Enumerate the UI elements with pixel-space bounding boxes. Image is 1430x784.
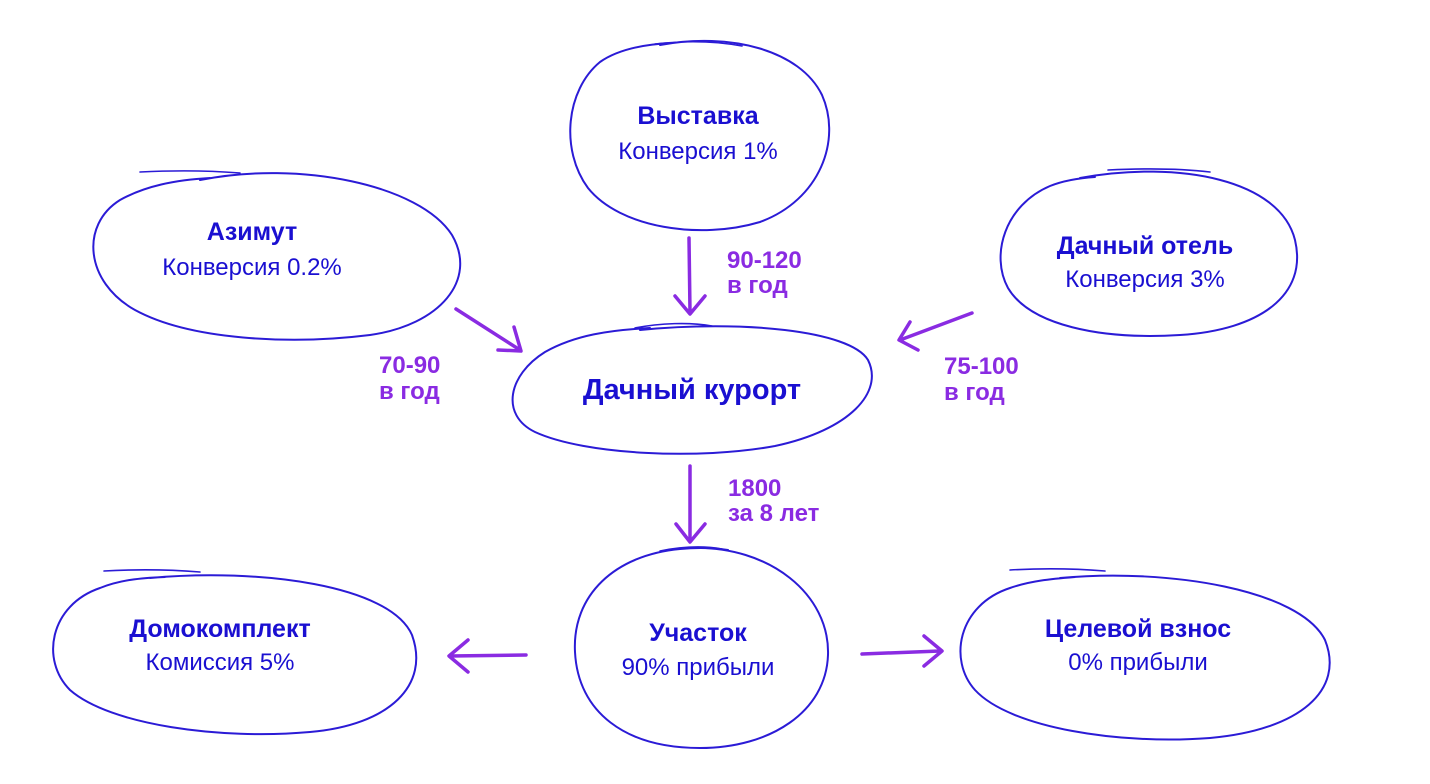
arrow-shaft (860, 649, 942, 656)
node-vystavka-outline (569, 39, 831, 232)
node-housekit-stroke (103, 569, 201, 573)
node-plot-outline (573, 546, 830, 749)
arrow-head (674, 522, 707, 544)
arrow-plot-to-fee (860, 634, 944, 668)
node-azimut: Азимут Конверсия 0.2% (92, 170, 462, 341)
node-housekit: Домокомплект Комиссия 5% (52, 569, 418, 736)
arrow-azimut-to-resort (454, 307, 523, 353)
node-resort-title: Дачный курорт (583, 374, 801, 406)
node-resort-stroke (634, 322, 713, 329)
edge-label-line1: 75-100 (944, 353, 1019, 380)
arrow-plot-to-housekit (447, 638, 528, 674)
node-vystavka-stroke (654, 41, 743, 47)
arrow-vystavka-to-resort (673, 236, 707, 316)
node-housekit-title: Домокомплект (129, 615, 310, 643)
node-fee: Целевой взнос 0% прибыли (959, 568, 1331, 741)
node-fee-outline (959, 574, 1331, 741)
edge-label-azimut-resort: 70-90 в год (379, 352, 440, 405)
arrow-hotel-to-resort (897, 311, 974, 352)
node-plot: Участок 90% прибыли (573, 546, 830, 749)
node-fee-title: Целевой взнос (1045, 615, 1231, 643)
edge-label-line2: в год (379, 378, 440, 405)
arrow-head (673, 294, 707, 316)
node-resort: Дачный курорт (511, 322, 873, 455)
arrow-head (897, 320, 920, 352)
node-fee-subtitle: 0% прибыли (1068, 649, 1208, 676)
edge-label-line1: 70-90 (379, 352, 440, 379)
node-housekit-subtitle: Комиссия 5% (146, 649, 295, 676)
node-housekit-outline (52, 574, 418, 736)
edge-label-line2: в год (944, 379, 1005, 406)
edge-label-line2: за 8 лет (728, 500, 820, 527)
edge-label-line2: в год (727, 272, 788, 299)
arrow-shaft (454, 307, 522, 352)
node-hotel: Дачный отель Конверсия 3% (999, 168, 1299, 337)
node-hotel-stroke (1107, 168, 1211, 173)
edge-label-line1: 90-120 (727, 247, 802, 274)
node-vystavka-title: Выставка (637, 102, 759, 130)
node-hotel-outline (999, 170, 1299, 337)
node-plot-subtitle: 90% прибыли (622, 654, 775, 681)
node-azimut-stroke (139, 170, 241, 174)
arrow-shaft (448, 653, 528, 658)
arrow-shaft (687, 236, 692, 314)
node-hotel-title: Дачный отель (1057, 232, 1233, 260)
edge-label-line1: 1800 (728, 475, 781, 502)
edge-label-vystavka-resort: 90-120 в год (727, 247, 802, 299)
node-vystavka-subtitle: Конверсия 1% (618, 138, 778, 165)
node-plot-title: Участок (649, 619, 747, 647)
arrow-resort-to-plot (674, 464, 707, 544)
arrow-head (496, 325, 523, 353)
node-azimut-subtitle: Конверсия 0.2% (162, 254, 342, 281)
node-resort-outline (511, 325, 873, 455)
node-fee-stroke (1009, 568, 1106, 572)
edge-label-hotel-resort: 75-100 в год (944, 353, 1019, 406)
node-azimut-title: Азимут (207, 218, 297, 246)
node-hotel-subtitle: Конверсия 3% (1065, 266, 1225, 293)
node-azimut-outline (92, 172, 462, 341)
edge-label-resort-plot: 1800 за 8 лет (728, 475, 820, 527)
node-vystavka: Выставка Конверсия 1% (569, 39, 831, 232)
node-plot-stroke (659, 546, 723, 552)
arrow-shaft (898, 311, 974, 342)
arrow-head (922, 634, 944, 668)
arrow-head (447, 638, 470, 674)
